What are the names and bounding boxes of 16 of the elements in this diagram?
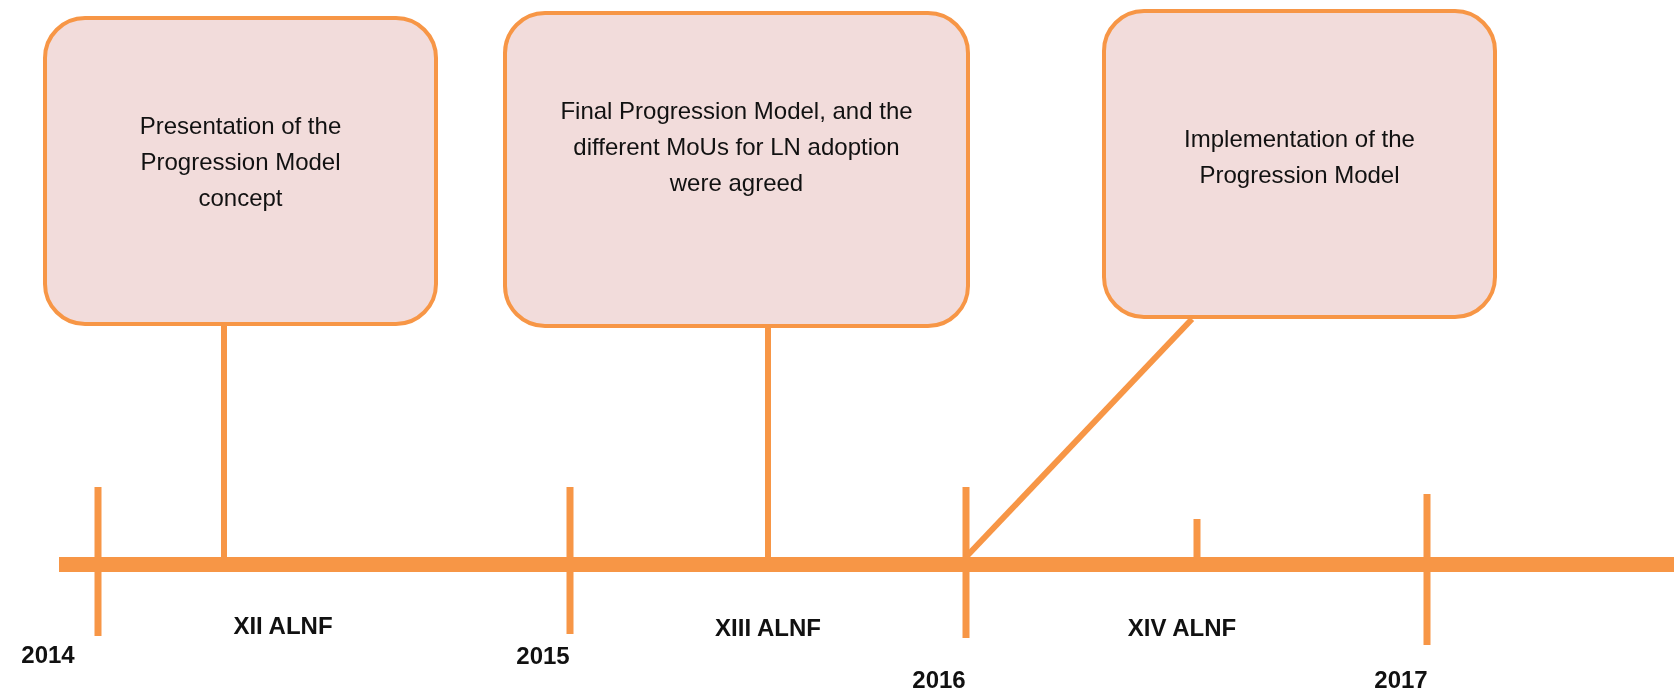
callout-text: Final Progression Model, and the different MoUs for LN adoption were agreed [559, 96, 914, 198]
year-label: 2015 [516, 642, 570, 670]
period-label: XII ALNF [233, 612, 333, 640]
callout-box [503, 11, 970, 328]
timeline-bar [59, 557, 1674, 572]
period-label: XIV ALNF [1127, 614, 1237, 642]
connector-line [221, 326, 227, 557]
year-label: 2017 [1374, 666, 1428, 694]
callout-text: Implementation of the Progression Model [1183, 124, 1416, 190]
callout-box [43, 16, 438, 326]
year-label: 2014 [21, 641, 75, 669]
callout-text: Presentation of the Progression Model concept [138, 111, 343, 213]
year-label: 2016 [912, 666, 966, 694]
callout-box [1102, 9, 1497, 319]
connector-line [765, 328, 771, 557]
period-label: XIII ALNF [715, 614, 821, 642]
